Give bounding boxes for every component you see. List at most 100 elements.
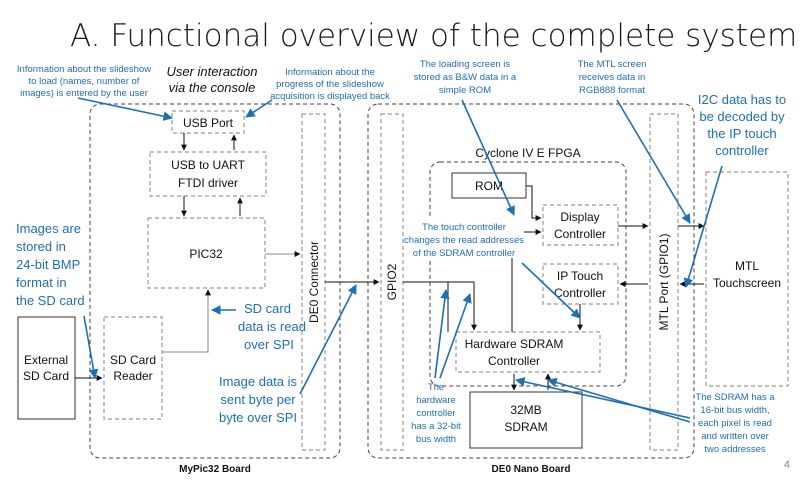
images-note-line-2: stored in xyxy=(16,239,66,254)
arrow-mtl-note xyxy=(616,99,691,224)
de0-connector-label: DE0 Connector xyxy=(307,241,321,323)
fpga-label: Cyclone IV E FPGA xyxy=(475,146,580,160)
arrow-touch-note xyxy=(521,262,581,319)
sd-spi-line-3: over SPI xyxy=(244,337,294,352)
touch-note-line-2: changes the read addresses xyxy=(404,235,524,246)
progress-info-line-2: progress of the slideshow xyxy=(276,79,384,90)
rom-label: ROM xyxy=(475,179,503,193)
touch-note-line-1: The touch controller xyxy=(422,222,506,233)
images-note: Images are stored in 24-bit BMP format i… xyxy=(16,221,85,308)
mtl-note-line-2: receives data in xyxy=(579,72,646,83)
arrow-image-spi-note xyxy=(299,284,357,395)
sdram-box xyxy=(469,391,583,449)
slide-title: A. Functional overview of the complete s… xyxy=(70,18,797,54)
sdram-bus-line-1: The SDRAM has a xyxy=(695,392,775,403)
images-note-line-1: Images are xyxy=(16,221,81,236)
arrow-images-note xyxy=(83,315,99,379)
pic32-label: PIC32 xyxy=(189,247,223,261)
sdram-bus-line-3: each pixel is read xyxy=(698,418,772,429)
gpio2-label: GPIO2 xyxy=(385,263,399,300)
hw-bus-line-1: The xyxy=(428,382,444,393)
slideshow-info-line-1: Information about the slideshow xyxy=(17,64,151,75)
user-interaction-line-1: User interaction xyxy=(166,64,257,79)
mtl-note: The MTL screen receives data in RGB888 f… xyxy=(578,59,647,96)
arrow-rom-note xyxy=(461,99,515,216)
mtl-port-box xyxy=(649,113,679,451)
fpga-outline xyxy=(429,161,627,387)
hw-bus-line-5: bus width xyxy=(416,434,456,445)
images-note-line-3: 24-bit BMP xyxy=(16,257,80,272)
i2c-note-line-3: the IP touch xyxy=(707,126,776,141)
usb-uart-label-1: USB to UART xyxy=(171,158,245,172)
display-ctrl-label-2: Controller xyxy=(554,227,606,241)
arrow-i2c-note xyxy=(683,165,723,288)
display-ctrl-label-1: Display xyxy=(560,210,599,224)
sd-spi-line-2: data is read xyxy=(238,319,306,334)
image-spi-line-1: Image data is xyxy=(219,374,298,389)
hw-bus-line-3: controller xyxy=(416,408,455,419)
arrow-slideshow-info xyxy=(77,97,173,121)
touch-note-bg xyxy=(404,218,524,258)
usb-uart-label-2: FTDI driver xyxy=(178,176,238,190)
de0-nano-board-label: DE0 Nano Board xyxy=(492,464,571,475)
arrow-hw-bus-note-2 xyxy=(439,293,472,379)
slideshow-info-line-3: images) is entered by the user xyxy=(20,88,148,99)
sdram-bus-line-4: and written over xyxy=(701,431,769,442)
usb-uart-box xyxy=(149,151,267,197)
display-controller-box xyxy=(542,204,619,246)
image-spi-line-2: sent byte per xyxy=(220,392,296,407)
touch-note: The touch controller changes the read ad… xyxy=(404,218,524,259)
external-sd-label-1: External xyxy=(24,353,68,367)
sd-spi-line-1: SD card xyxy=(244,301,291,316)
user-interaction-line-2: via the console xyxy=(169,80,256,95)
arrow-progress-info xyxy=(245,99,273,118)
i2c-note: I2C data has to be decoded by the IP tou… xyxy=(698,92,786,158)
mtl-label-2: Touchscreen xyxy=(713,276,781,290)
sdram-ctrl-label-2: Controller xyxy=(488,354,540,368)
wire-reader-to-pic32 xyxy=(162,289,211,353)
sdram-bus-line-2: 16-bit bus width, xyxy=(700,405,769,416)
arrow-sdram-bus-note-2 xyxy=(547,377,691,423)
i2c-note-line-4: controller xyxy=(715,143,769,158)
image-spi-line-3: byte over SPI xyxy=(219,410,297,425)
progress-info-line-3: acquisition is displayed back xyxy=(270,91,390,102)
mtl-note-line-3: RGB888 format xyxy=(579,85,645,96)
external-sd-label-2: SD Card xyxy=(23,369,69,383)
slideshow-info-note: Information about the slideshow to load … xyxy=(17,64,151,99)
mypic32-board-label: MyPic32 Board xyxy=(179,464,251,475)
sd-card-reader-box xyxy=(103,316,163,420)
usb-port-label: USB Port xyxy=(183,116,234,130)
usb-port-box xyxy=(171,110,245,134)
sdram-label-2: SDRAM xyxy=(504,420,547,434)
arrow-hw-bus-note-1 xyxy=(434,289,450,379)
arrow-sdram-bus-note-1 xyxy=(515,377,691,419)
ip-touch-label-2: Controller xyxy=(554,286,606,300)
sdram-ctrl-label-1: Hardware SDRAM xyxy=(465,337,564,351)
sd-reader-label-2: Reader xyxy=(113,369,152,383)
rom-note: The loading screen is stored as B&W data… xyxy=(414,59,517,96)
image-spi-note: Image data is sent byte per byte over SP… xyxy=(219,374,298,425)
page-number: 4 xyxy=(784,459,790,471)
touch-note-line-3: of the SDRAM controller xyxy=(413,248,515,259)
mtl-touchscreen-box xyxy=(705,171,789,387)
sdram-bus-note: The SDRAM has a 16-bit bus width, each p… xyxy=(695,392,775,455)
annotation-arrows xyxy=(77,97,723,423)
external-sd-card-box xyxy=(17,316,76,420)
ip-touch-label-1: IP Touch xyxy=(557,269,603,283)
rom-note-line-2: stored as B&W data in a xyxy=(414,72,517,83)
wire-rom-to-display xyxy=(526,185,542,221)
images-note-line-4: format in xyxy=(16,275,67,290)
progress-info-line-1: Information about the xyxy=(285,67,375,78)
sd-reader-label-1: SD Card xyxy=(110,353,156,367)
slideshow-info-line-2: to load (names, number of xyxy=(29,76,140,87)
sd-spi-note: SD card data is read over SPI xyxy=(238,301,306,352)
progress-info-note: Information about the progress of the sl… xyxy=(270,67,390,102)
mypic32-board-outline xyxy=(89,103,341,459)
user-interaction-note: User interaction via the console xyxy=(166,64,257,95)
hw-bus-note: The hardware controller has a 32-bit bus… xyxy=(411,382,461,445)
i2c-note-line-1: I2C data has to xyxy=(698,92,786,107)
hw-bus-line-2: hardware xyxy=(416,395,456,406)
images-note-line-5: the SD card xyxy=(16,293,85,308)
mtl-note-line-1: The MTL screen xyxy=(578,59,647,70)
